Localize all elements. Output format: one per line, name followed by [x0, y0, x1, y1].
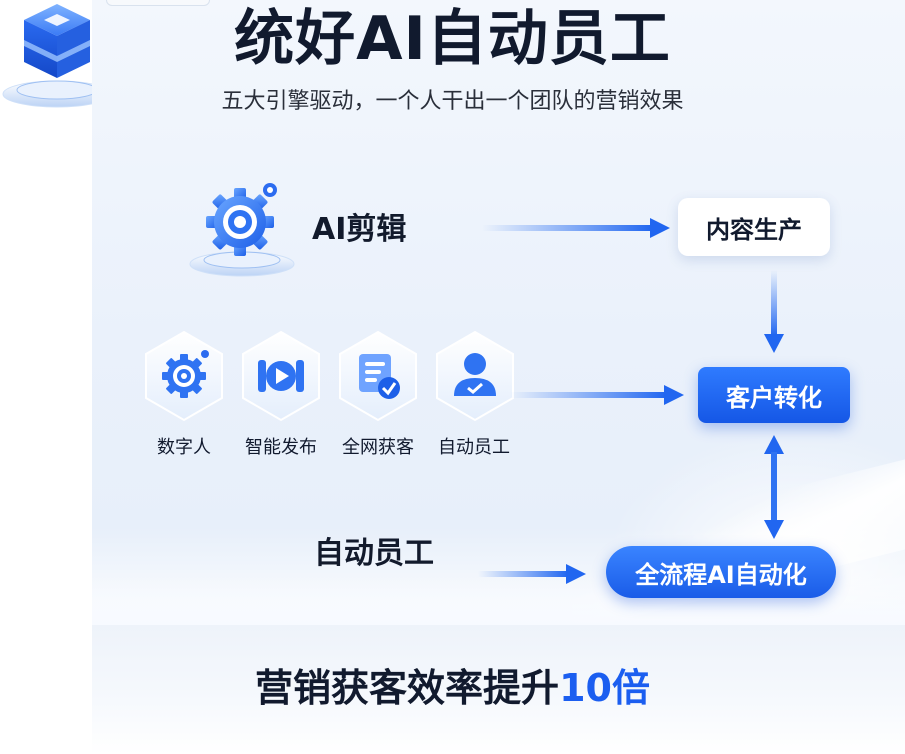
user-check-icon	[436, 330, 514, 422]
row-label-ai-edit: AI剪辑	[312, 212, 407, 247]
arrow-to-conversion	[510, 385, 684, 405]
footer-band	[92, 625, 905, 754]
feature-auto-staff	[434, 330, 516, 422]
row-label-auto-staff: 自动员工	[314, 536, 434, 571]
feature-digital-human	[143, 330, 225, 422]
feature-lead-gen	[337, 330, 419, 422]
document-check-icon	[339, 330, 417, 422]
customer-conversion-box: 客户转化	[698, 367, 850, 423]
gear-icon	[145, 330, 223, 422]
feature-label-digital-human: 数字人	[157, 437, 211, 458]
page-subtitle: 五大引擎驱动，一个人干出一个团队的营销效果	[221, 89, 684, 114]
play-icon	[242, 330, 320, 422]
arrow-to-content	[482, 218, 670, 238]
gear-pedestal-icon	[189, 183, 295, 277]
cube-pedestal-icon	[2, 4, 112, 108]
arrow-conversion-automation	[764, 435, 784, 539]
feature-label-lead-gen: 全网获客	[342, 437, 414, 458]
feature-smart-publish	[240, 330, 322, 422]
footer-text: 营销获客效率提升	[255, 666, 560, 710]
footer-slogan: 营销获客效率提升10倍	[0, 665, 905, 711]
page-title: 统好AI自动员工	[234, 4, 671, 74]
arrow-to-automation	[478, 564, 586, 584]
full-automation-box: 全流程AI自动化	[606, 546, 836, 598]
content-production-box: 内容生产	[678, 198, 830, 256]
feature-label-auto-staff: 自动员工	[438, 437, 510, 458]
footer-accent: 10倍	[559, 666, 650, 710]
arrow-content-to-conversion	[764, 270, 784, 353]
feature-label-smart-publish: 智能发布	[245, 437, 317, 458]
